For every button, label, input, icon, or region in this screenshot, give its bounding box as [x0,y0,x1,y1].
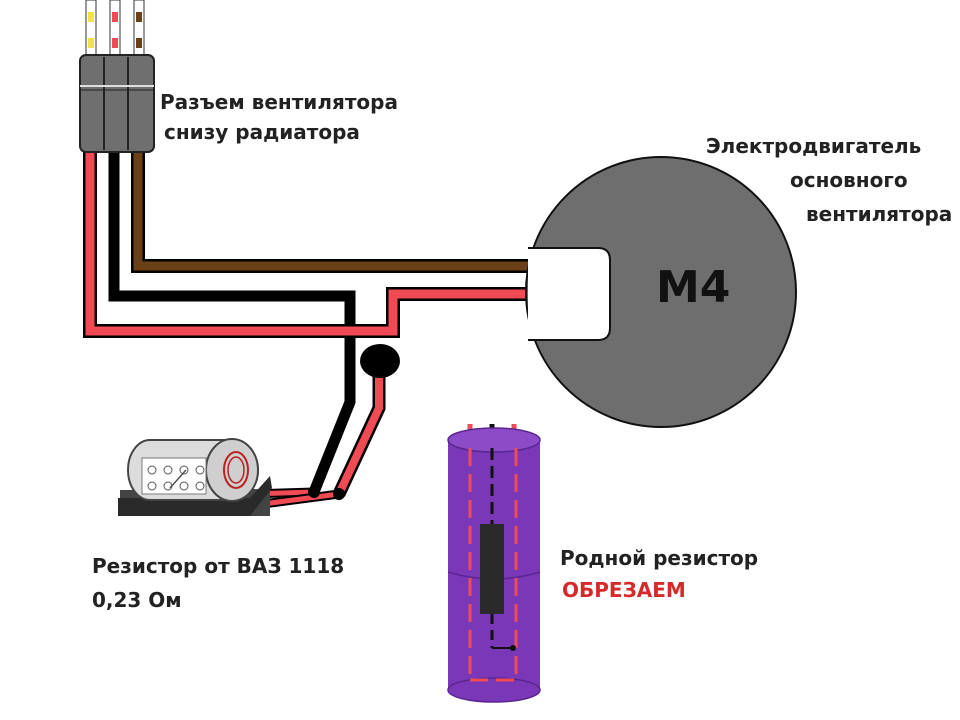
solder-point-black [308,486,320,498]
resistor-label-line2: 0,23 Ом [92,588,182,612]
motor-label-line2: основного [790,168,908,192]
solder-point-red [333,488,345,500]
motor-label-line1: Электродвигатель [706,134,922,158]
connector-top-wires [85,0,145,57]
native-resistor-label: Родной резистор [560,546,759,570]
wire-black [108,150,356,495]
connector-icon [79,54,155,153]
motor-icon [525,156,797,428]
connector-label-line1: Разъем вентилятора [160,90,398,114]
cut-instruction: ОБРЕЗАЕМ [562,578,686,602]
native-resistor-icon [447,424,541,703]
splice-icon [360,344,400,378]
resistor-icon [118,438,272,516]
motor-mark: M4 [656,262,731,313]
wire-brown [131,150,558,273]
connector-label-line2: снизу радиатора [164,120,360,144]
motor-label-line3: вентилятора [806,202,953,226]
resistor-label-line1: Резистор от ВАЗ 1118 [92,554,345,578]
